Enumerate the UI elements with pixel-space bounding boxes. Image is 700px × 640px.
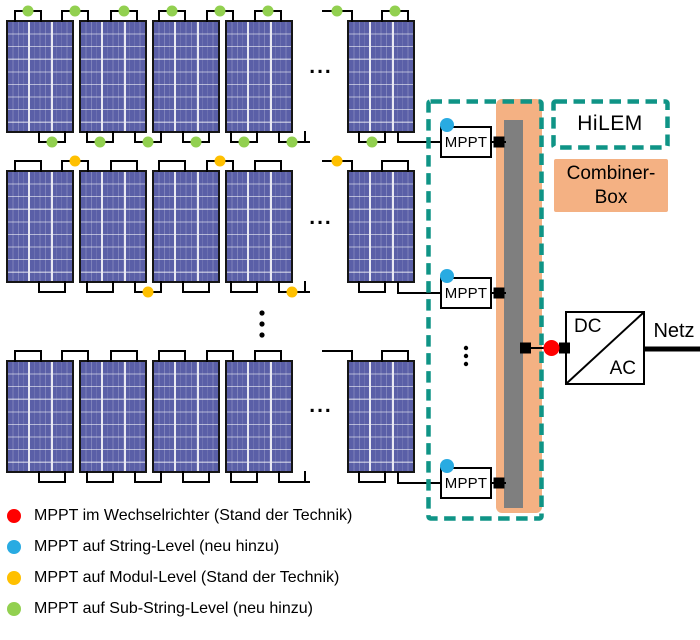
legend-label: MPPT auf Modul-Level (Stand der Technik) bbox=[34, 568, 340, 586]
solar-panel bbox=[347, 20, 415, 133]
string-mppt-box: MPPT bbox=[440, 467, 492, 499]
mppt-continuation-ellipsis bbox=[463, 353, 469, 359]
module-mppt-dot bbox=[214, 155, 226, 167]
legend-swatch-dot bbox=[7, 508, 21, 523]
row-continuation-ellipsis: ... bbox=[309, 55, 333, 78]
substring-mppt-dot bbox=[286, 136, 298, 148]
solar-panel bbox=[225, 360, 293, 473]
legend-swatch-dot bbox=[7, 570, 21, 585]
collector-busbar bbox=[504, 120, 523, 508]
solar-panel bbox=[6, 170, 74, 283]
substring-mppt-dot bbox=[118, 5, 130, 17]
hilem-label: HiLEM bbox=[577, 112, 643, 135]
legend-label: MPPT im Wechselrichter (Stand der Techni… bbox=[34, 506, 353, 524]
legend-label: MPPT auf Sub-String-Level (neu hinzu) bbox=[34, 599, 313, 617]
solar-panel bbox=[79, 360, 147, 473]
solar-panel bbox=[152, 170, 220, 283]
column-continuation-ellipsis bbox=[259, 310, 265, 316]
column-continuation-ellipsis bbox=[259, 321, 265, 327]
legend-swatch-dot bbox=[7, 601, 21, 616]
mppt-continuation-ellipsis bbox=[463, 345, 469, 351]
solar-panel bbox=[6, 360, 74, 473]
substring-mppt-dot bbox=[389, 5, 401, 17]
module-mppt-dot bbox=[331, 155, 343, 167]
legend-label: MPPT auf String-Level (neu hinzu) bbox=[34, 537, 280, 555]
substring-mppt-dot bbox=[166, 5, 178, 17]
substring-mppt-dot bbox=[142, 136, 154, 148]
combiner-box-label-line2: Box bbox=[594, 186, 628, 208]
solar-panel bbox=[152, 20, 220, 133]
substring-mppt-dot bbox=[69, 5, 81, 17]
string-mppt-box: MPPT bbox=[440, 277, 492, 309]
legend-item: MPPT auf String-Level (neu hinzu) bbox=[7, 531, 352, 562]
substring-mppt-dot bbox=[214, 5, 226, 17]
substring-mppt-dot bbox=[366, 136, 378, 148]
substring-mppt-dot bbox=[46, 136, 58, 148]
substring-mppt-dot bbox=[262, 5, 274, 17]
column-continuation-ellipsis bbox=[259, 332, 265, 338]
grid-label: Netz bbox=[653, 320, 695, 342]
combiner-box-label: Combiner- Box bbox=[554, 159, 668, 212]
substring-mppt-dot bbox=[190, 136, 202, 148]
row-continuation-ellipsis: ... bbox=[309, 206, 333, 229]
inverter-ac-label: AC bbox=[609, 358, 636, 379]
substring-mppt-dot bbox=[238, 136, 250, 148]
solar-panel bbox=[225, 170, 293, 283]
substring-mppt-dot bbox=[331, 5, 343, 17]
inverter-dc-label: DC bbox=[574, 316, 602, 337]
combiner-box-label-line1: Combiner- bbox=[566, 162, 656, 184]
mppt-continuation-ellipsis bbox=[463, 361, 469, 367]
solar-panel bbox=[79, 20, 147, 133]
inverter-box: DC AC bbox=[565, 311, 645, 385]
solar-panel bbox=[79, 170, 147, 283]
solar-panel bbox=[152, 360, 220, 473]
solar-panel bbox=[347, 360, 415, 473]
row-continuation-ellipsis: ... bbox=[309, 394, 333, 417]
inverter-mppt-dot bbox=[543, 340, 560, 356]
module-mppt-dot bbox=[286, 286, 298, 298]
string-mppt-box: MPPT bbox=[440, 126, 492, 158]
solar-panel bbox=[6, 20, 74, 133]
legend-item: MPPT im Wechselrichter (Stand der Techni… bbox=[7, 500, 352, 531]
solar-panel bbox=[225, 20, 293, 133]
legend: MPPT im Wechselrichter (Stand der Techni… bbox=[7, 500, 352, 624]
legend-item: MPPT auf Sub-String-Level (neu hinzu) bbox=[7, 593, 352, 624]
solar-panel bbox=[347, 170, 415, 283]
substring-mppt-dot bbox=[94, 136, 106, 148]
legend-item: MPPT auf Modul-Level (Stand der Technik) bbox=[7, 562, 352, 593]
module-mppt-dot bbox=[142, 286, 154, 298]
substring-mppt-dot bbox=[22, 5, 34, 17]
module-mppt-dot bbox=[69, 155, 81, 167]
legend-swatch-dot bbox=[7, 539, 21, 554]
